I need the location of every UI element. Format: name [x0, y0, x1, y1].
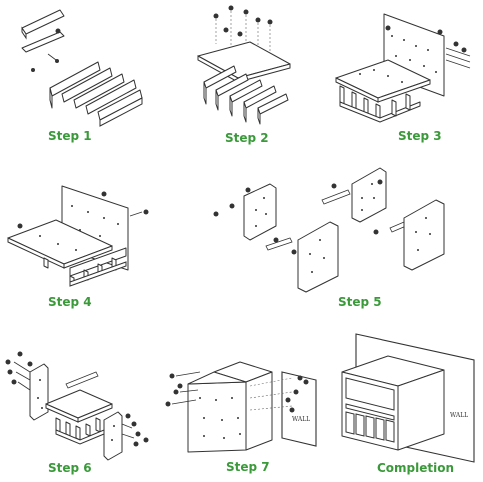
screw-marker: [55, 28, 61, 34]
wall-label: WALL: [450, 412, 469, 419]
support-rod: [265, 237, 293, 251]
screw-marker: [101, 191, 107, 197]
divider-panels: [49, 61, 143, 127]
step-1-illustration: [21, 9, 143, 127]
divider-panels: [55, 417, 105, 445]
screws: [165, 371, 309, 413]
screws: [385, 25, 471, 69]
shelf-board: [197, 41, 291, 79]
step-label: Step 2: [225, 131, 269, 145]
step-label: Step 4: [48, 295, 92, 309]
wall-panel: [281, 371, 317, 447]
cabinet-side: [245, 371, 273, 451]
step-label: Step 6: [48, 461, 92, 475]
step-2-illustration: [197, 5, 291, 125]
step-7-illustration: [165, 361, 317, 453]
step-4-illustration: [7, 185, 149, 287]
shelf-board: [45, 389, 113, 419]
left-side-panel: [243, 183, 277, 241]
right-side-panel: [103, 411, 123, 461]
left-side-panel: [29, 363, 49, 421]
step-5-illustration: [213, 167, 445, 293]
step-label: Step 5: [338, 295, 382, 309]
front-strip: [21, 31, 65, 53]
support-rod: [65, 371, 99, 389]
step-3-illustration: [335, 13, 471, 123]
screw-marker: [143, 209, 149, 215]
step-label: Step 1: [48, 129, 92, 143]
divider-panels: [345, 411, 395, 443]
step-label: Step 7: [226, 460, 270, 474]
screw-marker: [31, 68, 35, 72]
right-side-panel: [351, 167, 387, 223]
divider-panels: [43, 247, 127, 287]
step-label: Step 3: [398, 129, 442, 143]
lower-left-panel: [297, 221, 339, 293]
step-6-illustration: [5, 351, 149, 461]
step-label: Completion: [377, 461, 455, 475]
divider-panels: [339, 85, 421, 123]
support-rod: [321, 189, 351, 205]
lower-right-panel: [403, 199, 445, 271]
screws: [121, 413, 149, 447]
screws: [5, 351, 33, 391]
screw-marker: [17, 223, 23, 229]
divider-panels: [203, 65, 289, 125]
cabinet-front: [187, 381, 247, 453]
screws: [213, 5, 273, 64]
wall-label: WALL: [292, 416, 311, 423]
completion-illustration: [341, 333, 475, 463]
